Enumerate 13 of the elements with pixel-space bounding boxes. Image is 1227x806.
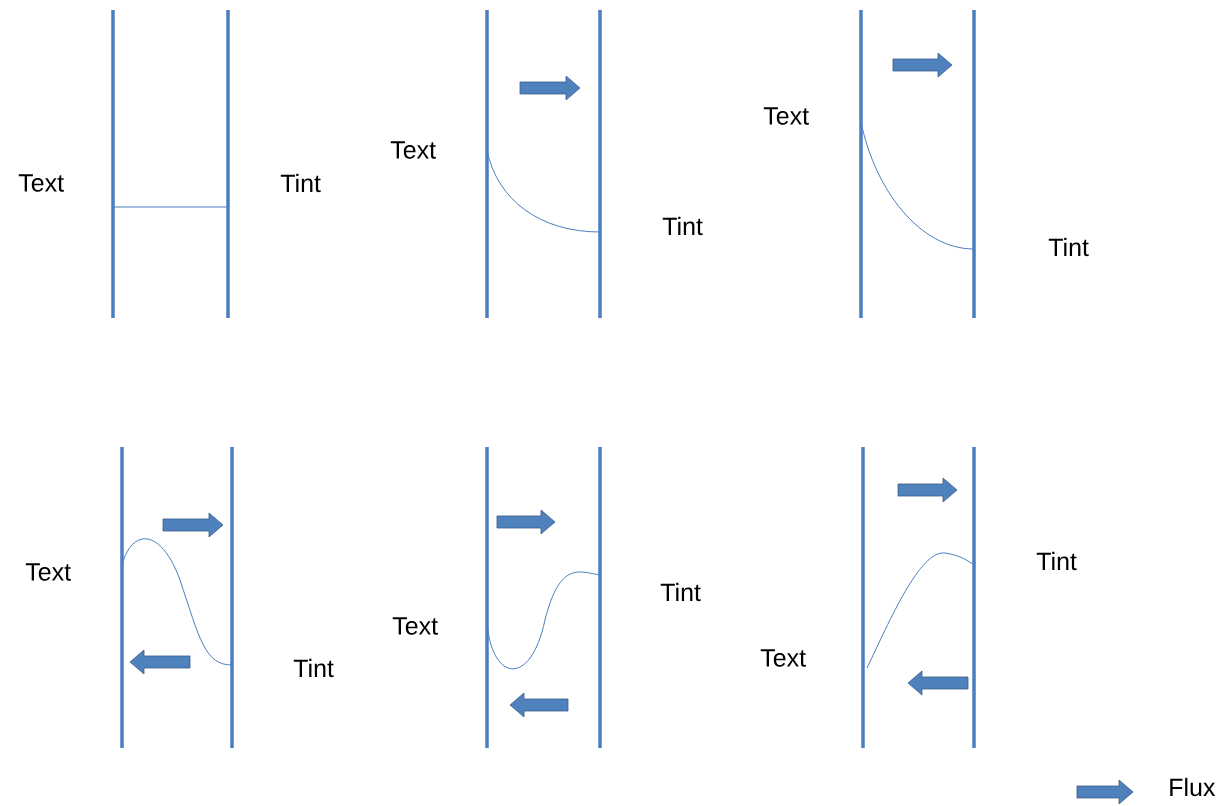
temperature-label: Text <box>760 649 806 667</box>
temperature-label: Text <box>392 617 438 635</box>
temperature-label: Tint <box>1036 551 1077 571</box>
temperature-label: Tint <box>660 582 701 602</box>
temperature-label: Tint <box>280 173 321 193</box>
temperature-label: Tint <box>662 216 703 236</box>
temperature-label: Text <box>763 107 809 125</box>
temperature-label: Tint <box>1048 237 1089 257</box>
temperature-label: Text <box>18 174 64 192</box>
legend-label: Flux <box>1170 777 1216 797</box>
temperature-label: Tint <box>293 658 334 678</box>
temperature-label: Text <box>25 563 71 581</box>
temperature-label: Text <box>390 141 436 159</box>
